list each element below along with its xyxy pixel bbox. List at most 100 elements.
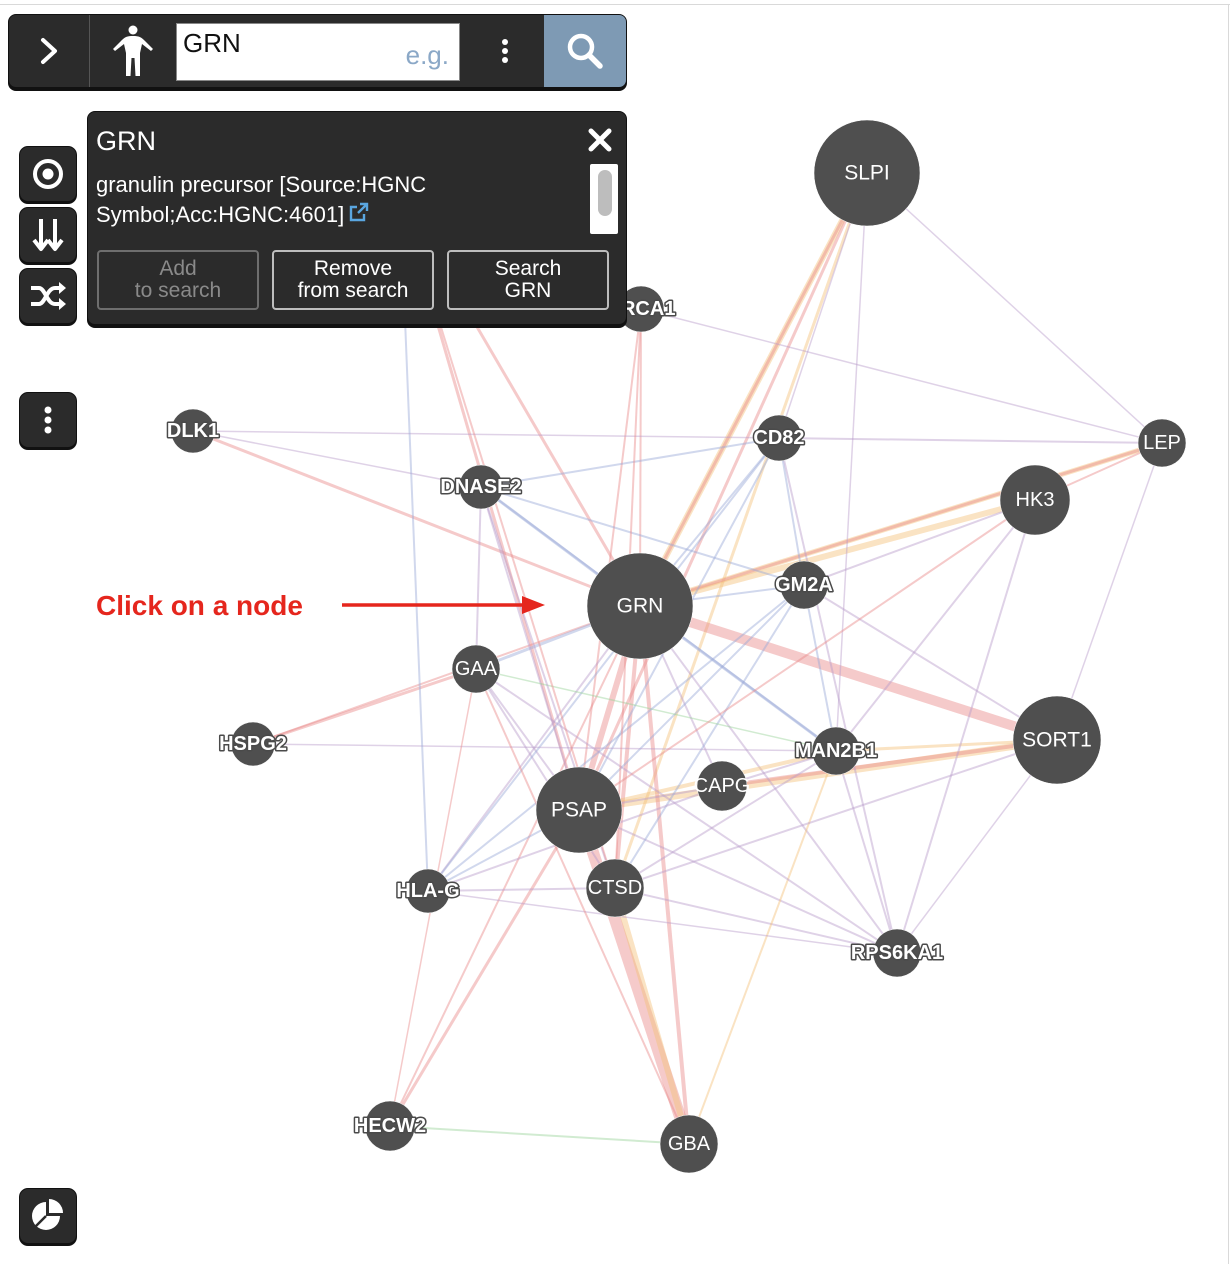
node-circle[interactable] [755, 414, 803, 462]
pie-chart-icon [32, 1199, 63, 1230]
edge-ctsd-gm2a [614, 584, 805, 889]
legend-button[interactable] [19, 1188, 77, 1244]
node-dlk1[interactable]: DLK1 [165, 408, 221, 454]
node-circle[interactable] [811, 726, 861, 776]
node-ctsd[interactable]: CTSD [585, 858, 645, 918]
node-lep[interactable]: LEP [1137, 418, 1187, 468]
popup-scrollbar-thumb[interactable] [598, 170, 612, 216]
edge-hk3-psap [578, 499, 1036, 811]
node-capg[interactable]: CAPG [694, 760, 751, 812]
node-circle[interactable] [1137, 418, 1187, 468]
edge-grn-gba [638, 605, 691, 1145]
node-hla-g[interactable]: HLA-G [395, 868, 461, 914]
node-circle[interactable] [1012, 695, 1102, 785]
edge-gba-gaa [475, 668, 690, 1145]
edge-grn-lep [639, 440, 1163, 609]
popup-title: GRN [96, 126, 156, 156]
search-input[interactable]: GRN e.g. [176, 23, 460, 81]
chevron-right-icon [41, 38, 57, 64]
center-graph-button[interactable] [19, 146, 77, 202]
search-gene-button[interactable]: Search GRN [447, 250, 609, 310]
edge-dlk1-cd82 [192, 430, 780, 439]
edge-grn-hla-g [427, 605, 641, 892]
node-circle[interactable] [405, 868, 451, 914]
node-rps6ka1[interactable]: RPS6KA1 [849, 928, 945, 978]
edge-grn-sort1 [638, 601, 1059, 745]
expand-panel-button[interactable] [9, 15, 89, 87]
edge-lep-sort1 [1056, 442, 1163, 741]
node-label: LEP [1143, 432, 1181, 454]
external-link-icon[interactable] [348, 201, 370, 231]
node-circle[interactable] [696, 760, 748, 812]
popup-close-button[interactable] [584, 124, 616, 156]
node-slpi[interactable]: SLPI [813, 119, 921, 227]
node-circle[interactable] [999, 464, 1071, 536]
search-button[interactable] [544, 15, 626, 87]
node-grn[interactable]: GRN [586, 552, 694, 660]
node-man2b1[interactable]: MAN2B1 [793, 726, 879, 776]
node-label: SORT1 [1022, 729, 1092, 752]
edge-psap-rps6ka1 [578, 809, 898, 954]
edge-man2b1-rps6ka1 [835, 750, 898, 954]
node-circle[interactable] [872, 928, 922, 978]
node-circle[interactable] [659, 1114, 719, 1174]
node-label: GAA [455, 658, 498, 680]
edge-grn-hecw2 [389, 605, 641, 1127]
more-options-button[interactable] [19, 392, 77, 448]
node-circle[interactable] [585, 858, 645, 918]
search-query-text: GRN [183, 28, 241, 58]
node-hk3[interactable]: HK3 [999, 464, 1071, 536]
annotation-text: Click on a node [96, 590, 303, 621]
node-circle[interactable] [458, 464, 504, 510]
node-sort1[interactable]: SORT1 [1012, 695, 1102, 785]
edge-man2b1-hk3 [835, 499, 1036, 752]
shuffle-layout-button[interactable] [19, 268, 77, 324]
edge-gm2a-sort1 [803, 584, 1058, 741]
edge-hspg2-man2b1 [252, 743, 837, 752]
node-circle[interactable] [364, 1100, 416, 1152]
edge-psap-brca1 [578, 308, 642, 811]
edge-gaa-hspg2 [252, 667, 477, 746]
popup-scrollbar[interactable] [590, 164, 618, 234]
node-gaa[interactable]: GAA [451, 644, 501, 694]
layout-button[interactable] [19, 207, 77, 263]
popup-description: granulin precursor [Source:HGNC Symbol;A… [96, 170, 586, 231]
node-label: SLPI [844, 162, 890, 185]
node-circle[interactable] [586, 552, 694, 660]
target-icon [33, 159, 63, 189]
node-psap[interactable]: PSAP [535, 766, 623, 854]
search-options-button[interactable] [466, 15, 544, 87]
edge-ctsd-slpi [613, 172, 869, 889]
node-circle[interactable] [170, 408, 216, 454]
edge-slpi-man2b1 [835, 172, 868, 752]
add-to-search-button[interactable]: Add to search [97, 250, 259, 310]
edge-dlk1-dnase2 [192, 430, 482, 488]
node-circle[interactable] [230, 721, 276, 767]
magnifier-icon [567, 33, 603, 69]
right-border [1228, 4, 1229, 1264]
node-gba[interactable]: GBA [659, 1114, 719, 1174]
edge-ctsd-rps6ka1 [614, 887, 898, 954]
search-button-line2: GRN [504, 279, 552, 302]
edge-man2b1-gba [688, 750, 837, 1145]
node-label: HK3 [1016, 489, 1055, 511]
node-circle[interactable] [779, 560, 829, 610]
node-label: HECW2 [354, 1115, 426, 1137]
remove-from-search-button[interactable]: Remove from search [272, 250, 434, 310]
node-dnase2[interactable]: DNASE2 [439, 464, 523, 510]
node-circle[interactable] [451, 644, 501, 694]
organism-button[interactable] [90, 15, 176, 87]
node-circle[interactable] [813, 119, 921, 227]
node-gm2a[interactable]: GM2A [774, 560, 834, 610]
search-button-line1: Search [494, 257, 562, 280]
node-hecw2[interactable]: HECW2 [352, 1100, 428, 1152]
node-circle[interactable] [535, 766, 623, 854]
node-hspg2[interactable]: HSPG2 [218, 721, 288, 767]
edge-slpi-lep [866, 172, 1163, 444]
node-cd82[interactable]: CD82 [752, 414, 806, 462]
node-label: HSPG2 [219, 733, 287, 755]
edge-ctsd-hla-g [427, 887, 616, 892]
remove-button-line1: Remove [313, 257, 393, 280]
vertical-dots-icon [502, 39, 508, 63]
